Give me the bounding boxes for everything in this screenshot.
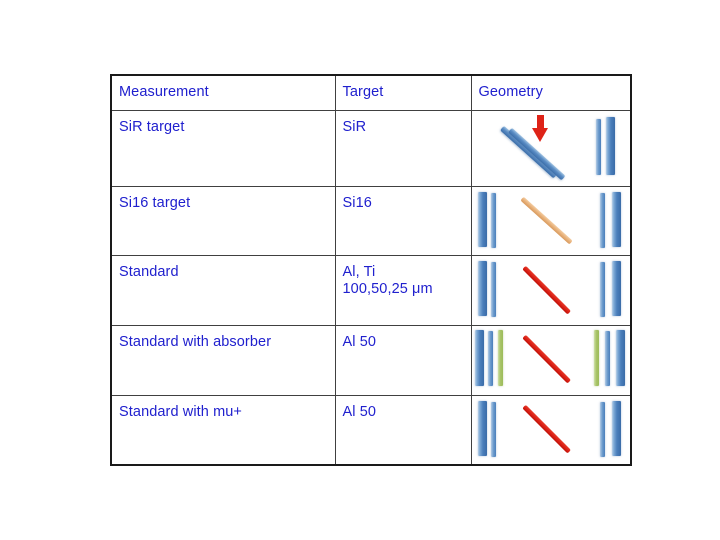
vertical-green-bar bbox=[593, 330, 599, 386]
vertical-blue-bar bbox=[477, 192, 487, 247]
diagonal-blue-bar bbox=[499, 125, 558, 179]
cell-geometry bbox=[470, 255, 632, 326]
column-header-measurement-label: Measurement bbox=[119, 84, 209, 100]
column-header-geometry-label: Geometry bbox=[478, 84, 543, 100]
geometry-diagram-sir-target bbox=[472, 111, 632, 186]
vertical-blue-bar bbox=[604, 331, 610, 386]
measurement-label: Standard with absorber bbox=[119, 334, 272, 350]
vertical-blue-bar bbox=[477, 401, 487, 456]
cell-target: Si16 bbox=[334, 186, 472, 256]
cell-geometry bbox=[470, 110, 632, 187]
table-row: Standard with mu+ Al 50 bbox=[110, 395, 632, 466]
target-label: Al 50 bbox=[342, 404, 377, 420]
vertical-blue-bar bbox=[599, 193, 605, 248]
table-header-row: Measurement Target Geometry bbox=[110, 74, 632, 111]
cell-target: SiR bbox=[334, 110, 472, 187]
table-row: Standard with absorber Al 50 bbox=[110, 325, 632, 396]
measurement-label: SiR target bbox=[119, 119, 185, 135]
diagonal-red-target bbox=[521, 265, 571, 315]
table-row: SiR target SiR bbox=[110, 110, 632, 187]
cell-geometry bbox=[470, 395, 632, 466]
cell-measurement: Standard with absorber bbox=[110, 325, 336, 396]
cell-target: Al 50 bbox=[334, 325, 472, 396]
column-header-target: Target bbox=[334, 74, 472, 111]
target-label: Al 50 bbox=[342, 334, 377, 350]
vertical-blue-bar bbox=[474, 330, 484, 386]
cell-target: Al 50 bbox=[334, 395, 472, 466]
measurement-label: Standard bbox=[119, 264, 179, 280]
cell-measurement: Standard bbox=[110, 255, 336, 326]
vertical-blue-bar bbox=[595, 119, 601, 175]
vertical-blue-bar bbox=[490, 193, 496, 248]
column-header-target-label: Target bbox=[342, 84, 384, 100]
vertical-blue-bar bbox=[615, 330, 625, 386]
geometry-diagram-si16-target bbox=[472, 187, 632, 255]
vertical-blue-bar bbox=[599, 262, 605, 317]
measurement-label: Standard with mu+ bbox=[119, 404, 243, 420]
cell-target: Al, Ti 100,50,25 μm bbox=[334, 255, 472, 326]
vertical-blue-bar bbox=[611, 261, 621, 316]
red-down-arrow-icon bbox=[531, 115, 548, 143]
vertical-blue-bar bbox=[490, 402, 496, 457]
geometry-diagram-standard-with-absorber bbox=[472, 326, 632, 395]
column-header-geometry: Geometry bbox=[470, 74, 632, 111]
vertical-blue-bar bbox=[611, 401, 621, 456]
geometry-diagram-standard bbox=[472, 256, 632, 325]
diagonal-red-target bbox=[521, 334, 571, 384]
measurement-configuration-table: Measurement Target Geometry SiR target S… bbox=[110, 74, 632, 466]
diagonal-red-target bbox=[521, 404, 571, 454]
cell-geometry bbox=[470, 325, 632, 396]
vertical-blue-bar bbox=[605, 117, 615, 175]
measurement-label: Si16 target bbox=[119, 195, 191, 211]
vertical-blue-bar bbox=[611, 192, 621, 247]
column-header-measurement: Measurement bbox=[110, 74, 336, 111]
table-row: Standard Al, Ti 100,50,25 μm bbox=[110, 255, 632, 326]
cell-measurement: Si16 target bbox=[110, 186, 336, 256]
table-row: Si16 target Si16 bbox=[110, 186, 632, 256]
geometry-diagram-standard-with-mu-plus bbox=[472, 396, 632, 464]
cell-measurement: SiR target bbox=[110, 110, 336, 187]
vertical-green-bar bbox=[497, 330, 503, 386]
cell-geometry bbox=[470, 186, 632, 256]
target-label: Al, Ti 100,50,25 μm bbox=[342, 264, 433, 298]
vertical-blue-bar bbox=[490, 262, 496, 317]
vertical-blue-bar bbox=[487, 331, 493, 386]
vertical-blue-bar bbox=[599, 402, 605, 457]
vertical-blue-bar bbox=[477, 261, 487, 316]
target-label: SiR bbox=[342, 119, 367, 135]
diagonal-orange-target bbox=[519, 196, 573, 245]
cell-measurement: Standard with mu+ bbox=[110, 395, 336, 466]
target-label: Si16 bbox=[342, 195, 372, 211]
